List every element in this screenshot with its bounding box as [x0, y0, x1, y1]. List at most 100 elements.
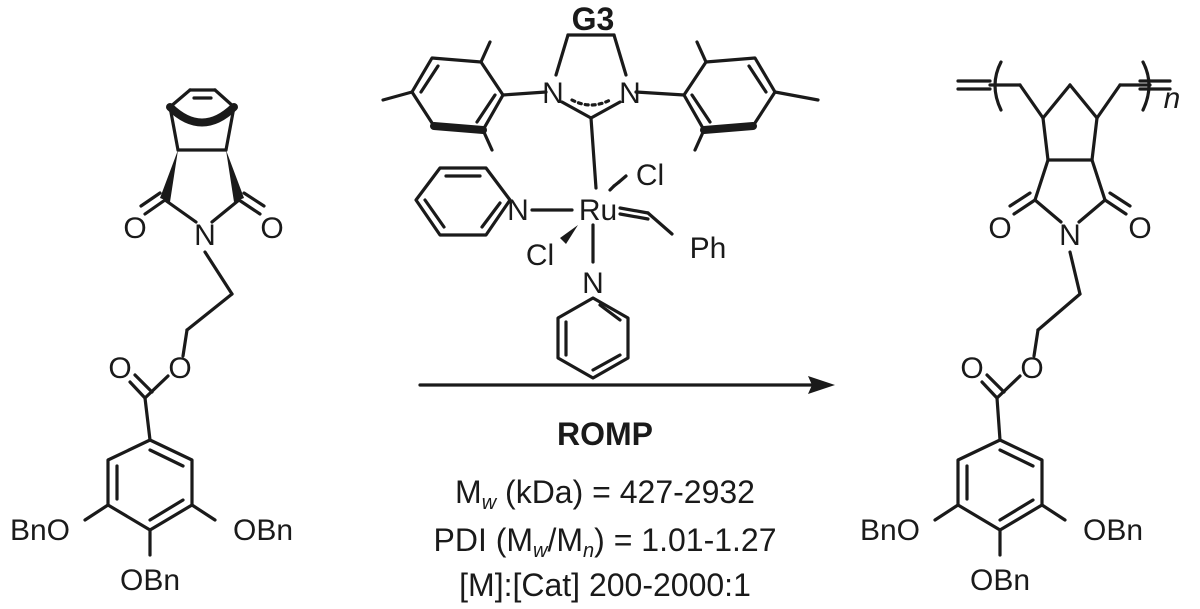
- mesityl-ring-left: [410, 56, 505, 132]
- pyridine-ring-left: [414, 166, 512, 237]
- bond: [617, 174, 628, 184]
- monomer-obn-right: OBn: [233, 514, 293, 547]
- bond: [168, 88, 192, 109]
- bond: [139, 191, 162, 208]
- bond: [163, 198, 198, 224]
- bond: [560, 100, 593, 120]
- bond: [1033, 198, 1063, 224]
- wedge-bond: [160, 150, 178, 202]
- bond: [591, 353, 622, 372]
- bond: [1008, 191, 1032, 208]
- monomer-nitrogen: N: [194, 219, 216, 252]
- catalyst-chloride-bottom: Cl: [526, 239, 554, 272]
- bond: [1041, 116, 1050, 162]
- repeat-index: n: [1164, 82, 1181, 115]
- bond: [589, 116, 598, 190]
- polymer-carbonyl-oxygen: O: [960, 352, 983, 385]
- bond: [83, 503, 110, 522]
- bond: [612, 33, 628, 77]
- bond: [747, 64, 768, 94]
- bond: [618, 206, 650, 215]
- wedge-bond: [226, 150, 244, 202]
- bond: [210, 198, 241, 224]
- bond: [242, 191, 266, 208]
- pyridine-nitrogen-bottom: N: [582, 267, 604, 300]
- bond: [213, 88, 236, 109]
- bond: [1095, 83, 1122, 120]
- bond: [646, 211, 674, 236]
- benzene-ring: [956, 438, 1044, 532]
- bond: [618, 212, 650, 221]
- bond: [998, 498, 1035, 522]
- bond: [1103, 198, 1128, 216]
- monomer-carbonyl-oxygen: O: [108, 352, 131, 385]
- pdi-condition: PDI (Mw/Mn) = 1.01-1.27: [433, 522, 776, 562]
- bond: [1068, 83, 1099, 120]
- catalyst-structure: [381, 33, 820, 380]
- bold-bond: [700, 122, 757, 134]
- bond: [1090, 158, 1107, 202]
- polymer-nitrogen: N: [1059, 219, 1081, 252]
- bond: [1018, 83, 1045, 120]
- delocalized-bond: [570, 98, 612, 107]
- catalyst-name: G3: [572, 1, 615, 37]
- catalyst-nitrogen-right: N: [619, 77, 641, 110]
- bond: [1033, 158, 1050, 202]
- bridge-bond: [166, 103, 238, 127]
- bond: [143, 374, 170, 400]
- polymer-obn-bottom: OBn: [970, 564, 1030, 597]
- bond: [773, 90, 820, 102]
- bond: [501, 90, 548, 97]
- monomer-oxygen-right: O: [260, 212, 283, 245]
- catalyst-phenyl: Ph: [690, 232, 727, 265]
- bond: [554, 33, 570, 77]
- bond: [998, 448, 1035, 468]
- bond: [690, 93, 712, 124]
- polymer-structure: [933, 60, 1172, 557]
- bond: [1036, 292, 1082, 332]
- bond: [479, 40, 492, 64]
- reaction-method: ROMP: [557, 416, 653, 452]
- bond: [980, 380, 999, 400]
- monomer-structure: [83, 88, 266, 557]
- bond: [1090, 116, 1099, 162]
- wedge-bond: [560, 225, 578, 244]
- bond: [128, 380, 147, 400]
- bond: [203, 250, 234, 296]
- bond: [475, 93, 497, 124]
- bond: [1012, 198, 1037, 216]
- bond: [148, 498, 185, 522]
- mw-condition: Mw (kDa) = 427-2932: [455, 474, 755, 514]
- bond: [1041, 83, 1072, 120]
- mesityl-ring-right: [682, 56, 777, 132]
- polymer-ester-oxygen: O: [1020, 352, 1043, 385]
- bond: [168, 105, 180, 152]
- bond: [995, 374, 1022, 400]
- bond: [190, 503, 217, 522]
- bond: [419, 64, 440, 94]
- bond: [185, 292, 234, 332]
- catalyst-nitrogen-left: N: [542, 77, 564, 110]
- bond: [381, 90, 414, 102]
- ratio-condition: [M]:[Cat] 200-2000:1: [459, 567, 751, 603]
- bond: [481, 128, 494, 152]
- monomer-obn-bottom: OBn: [120, 564, 180, 597]
- bond: [634, 90, 686, 97]
- bond: [1068, 250, 1082, 296]
- catalyst-ruthenium: Ru: [579, 194, 617, 227]
- catalyst-chloride-top: Cl: [636, 159, 664, 192]
- polymer-oxygen-right: O: [1128, 212, 1151, 245]
- bond: [1040, 503, 1067, 522]
- bond: [148, 448, 185, 468]
- bond: [1108, 191, 1132, 208]
- bond: [933, 503, 960, 522]
- bond: [995, 396, 1002, 442]
- bond: [143, 396, 152, 442]
- bond: [133, 373, 154, 394]
- polymer-oxygen-left: O: [988, 212, 1011, 245]
- bond: [695, 40, 708, 64]
- bond: [693, 128, 706, 152]
- bond: [598, 303, 622, 322]
- arrowhead: [808, 376, 835, 394]
